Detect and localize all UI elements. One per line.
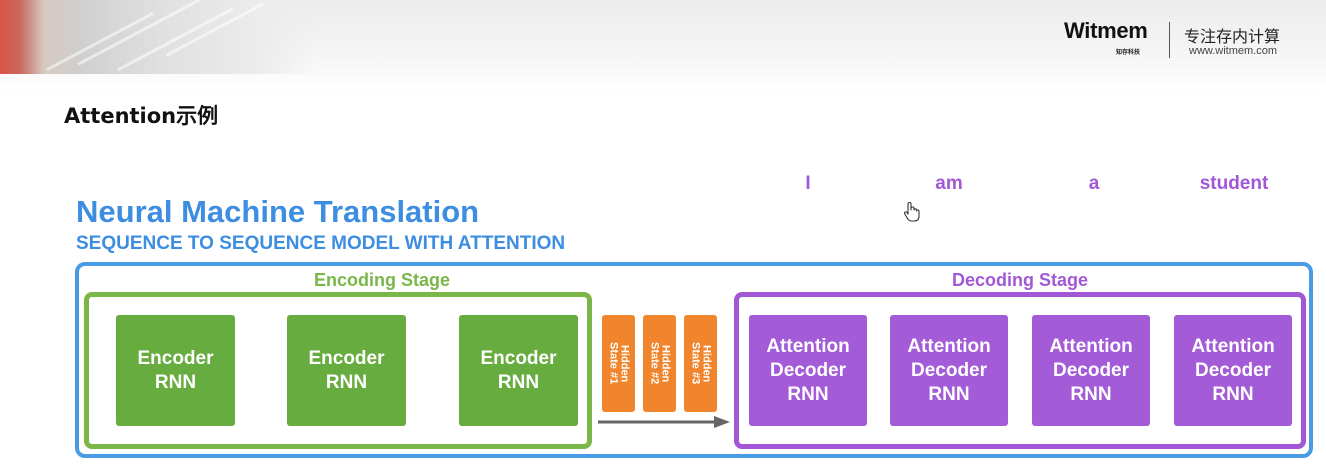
model-container [75,262,1313,458]
arrow-right-icon [598,416,730,428]
attention-decoder-rnn-block: Attention Decoder RNN [1174,315,1292,426]
diagram-subtitle: SEQUENCE TO SEQUENCE MODEL WITH ATTENTIO… [76,233,566,254]
attention-decoder-rnn-block: Attention Decoder RNN [890,315,1008,426]
brand-slogan: 专注存内计算 [1184,27,1281,46]
hidden-state-label: Hidden State #2 [648,342,672,385]
encoding-stage-box [84,292,592,449]
brand-logo-text: Witmem [1064,18,1148,43]
attention-decoder-rnn-block: Attention Decoder RNN [1032,315,1150,426]
decoding-stage-label: Decoding Stage [951,270,1089,290]
hidden-state-label: Hidden State #3 [689,342,713,385]
encoder-rnn-block: Encoder RNN [287,315,406,426]
diagram-title: Neural Machine Translation [76,194,480,229]
brand-divider [1169,22,1170,58]
page-title: Attention示例 [64,104,219,128]
output-word: a [1088,173,1100,194]
output-word: am [935,173,963,194]
output-word: I [805,173,811,194]
header-banner: Witmem 知存科技 专注存内计算 www.witmem.com [0,0,1326,92]
brand-url: www.witmem.com [1189,45,1278,57]
output-word: student [1199,173,1269,194]
attention-decoder-rnn-block: Attention Decoder RNN [749,315,867,426]
hidden-state-block: Hidden State #2 [643,315,676,412]
hidden-state-label: Hidden State #1 [607,342,631,385]
encoding-stage-label: Encoding Stage [313,270,451,290]
hidden-state-block: Hidden State #3 [684,315,717,412]
hand-cursor-icon [903,201,920,222]
banner-graphic [0,0,320,74]
encoder-rnn-block: Encoder RNN [459,315,578,426]
hidden-state-block: Hidden State #1 [602,315,635,412]
brand-logo-subtext: 知存科技 [1116,49,1141,56]
decoding-stage-box [734,292,1306,449]
encoder-rnn-block: Encoder RNN [116,315,235,426]
brand-logo: Witmem 知存科技 [1064,18,1148,57]
